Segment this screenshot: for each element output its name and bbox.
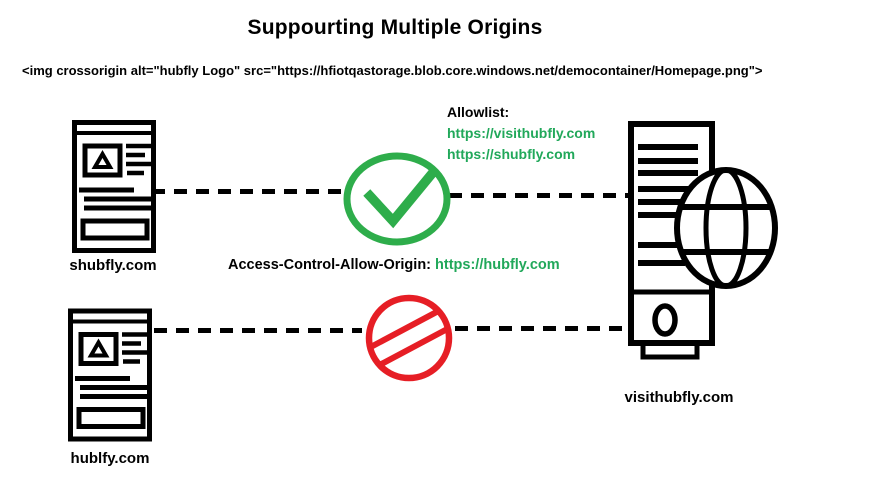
origin-label-shubfly: shubfly.com [69,257,157,274]
cors-header-label: Access-Control-Allow-Origin: [228,257,432,273]
dashed-connector [455,326,631,331]
img-code-snippet: <img crossorigin alt="hubfly Logo" src="… [22,63,763,78]
allowlist-entry: https://shubfly.com [447,146,576,162]
server-label-visithubfly: visithubfly.com [624,389,734,406]
dashed-connector [154,328,362,333]
webpage-icon [72,120,156,253]
dashed-connector [449,193,629,198]
cors-header-line: Access-Control-Allow-Origin: https://hub… [228,257,560,273]
webpage-icon [68,308,152,442]
allowlist-entry: https://visithubfly.com [447,125,596,141]
dashed-connector [152,189,346,194]
prohibition-icon [363,292,455,384]
allowlist-block: Allowlist: https://visithubfly.com https… [447,102,595,165]
allowlist-label: Allowlist: [447,104,510,120]
checkmark-circle-icon [342,150,452,246]
server-globe-icon [615,114,790,365]
origin-label-hublfy: hublfy.com [70,450,150,467]
cors-header-value: https://hubfly.com [435,257,560,273]
page-title: Suppourting Multiple Origins [247,16,543,39]
